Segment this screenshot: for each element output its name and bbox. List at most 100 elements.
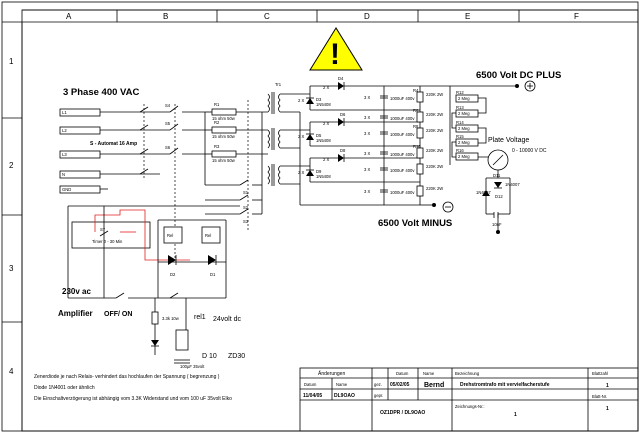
row-label: 1 xyxy=(9,57,14,66)
row-label: 2 xyxy=(9,161,14,170)
transformer-coil-3 xyxy=(267,164,281,186)
svg-text:Name: Name xyxy=(336,382,348,387)
svg-text:D2: D2 xyxy=(170,272,176,277)
svg-text:1N5408: 1N5408 xyxy=(316,174,331,179)
control-section: Timer 0 - 30 Min S7 Rel Rel D2 D1 3. xyxy=(67,205,240,369)
svg-text:D9: D9 xyxy=(316,169,322,174)
svg-text:R4: R4 xyxy=(413,88,419,93)
svg-text:S7: S7 xyxy=(100,227,106,232)
svg-text:Name: Name xyxy=(423,371,435,376)
svg-text:1N4007: 1N4007 xyxy=(505,182,520,187)
note-line: Die Einschaltverzögerung ist abhängig vo… xyxy=(34,396,232,402)
column-label: E xyxy=(465,12,470,21)
svg-text:11/04/05: 11/04/05 xyxy=(303,393,322,399)
svg-text:S5: S5 xyxy=(165,121,171,126)
transformer-coil-1 xyxy=(267,92,281,114)
svg-text:R1: R1 xyxy=(214,102,220,107)
svg-text:S6: S6 xyxy=(165,145,171,150)
svg-text:2 X: 2 X xyxy=(298,170,304,175)
terminal-label: L3 xyxy=(62,152,67,157)
terminal-label: L2 xyxy=(62,128,67,133)
svg-text:2 Meg: 2 Meg xyxy=(458,140,470,145)
svg-text:220K 2W: 220K 2W xyxy=(426,112,443,117)
svg-text:1: 1 xyxy=(606,406,609,412)
svg-text:Tr1: Tr1 xyxy=(275,82,282,87)
svg-text:R10: R10 xyxy=(413,144,421,149)
svg-text:D12: D12 xyxy=(495,194,503,199)
relay-coil xyxy=(175,329,189,351)
svg-text:S4: S4 xyxy=(165,103,171,108)
column-label: C xyxy=(264,12,270,21)
plus-output xyxy=(450,80,536,92)
svg-text:2 X: 2 X xyxy=(323,85,329,90)
svg-text:R13: R13 xyxy=(456,105,464,110)
svg-text:R14: R14 xyxy=(456,120,464,125)
column-label: F xyxy=(574,12,579,21)
off-on-label: OFF/ ON xyxy=(104,311,132,318)
svg-text:3 X: 3 X xyxy=(364,95,370,100)
svg-text:!: ! xyxy=(330,38,340,71)
svg-text:Datum: Datum xyxy=(304,382,317,387)
note-line: Zenerdiode je nach Relais- verhindert da… xyxy=(34,374,220,380)
svg-text:R15: R15 xyxy=(456,134,464,139)
plus-terminal-icon xyxy=(524,80,536,92)
svg-text:1000uF 400v: 1000uF 400v xyxy=(390,152,415,157)
svg-text:1: 1 xyxy=(514,412,517,418)
svg-text:3 X: 3 X xyxy=(364,131,370,136)
svg-text:1: 1 xyxy=(606,383,609,389)
column-label: B xyxy=(163,12,168,21)
svg-text:Blattzahl: Blattzahl xyxy=(592,371,608,376)
svg-text:05/02/05: 05/02/05 xyxy=(390,382,410,388)
svg-text:15 ohm 50w: 15 ohm 50w xyxy=(212,158,236,163)
svg-text:R12: R12 xyxy=(456,90,464,95)
svg-text:10nF: 10nF xyxy=(492,222,502,227)
svg-text:OZ1DPR / DL9OAO: OZ1DPR / DL9OAO xyxy=(380,410,425,416)
svg-text:DL9OAO: DL9OAO xyxy=(334,393,355,399)
amplifier-label: Amplifier xyxy=(58,309,93,318)
svg-text:D4: D4 xyxy=(338,76,344,81)
changes-header: Änderungen xyxy=(318,370,345,377)
svg-text:220K 2W: 220K 2W xyxy=(426,128,443,133)
svg-text:Zeichnungs-Nr.:: Zeichnungs-Nr.: xyxy=(455,404,485,409)
svg-text:R8: R8 xyxy=(413,124,419,129)
svg-text:Drehstromtrafo mit vervielfach: Drehstromtrafo mit vervielfacherstufe xyxy=(460,382,550,388)
svg-text:1000uF 400v: 1000uF 400v xyxy=(390,190,415,195)
svg-text:R2: R2 xyxy=(214,120,220,125)
svg-text:D6: D6 xyxy=(340,112,346,117)
svg-text:1N5408: 1N5408 xyxy=(316,102,331,107)
svg-text:3 X: 3 X xyxy=(364,189,370,194)
svg-text:Rel: Rel xyxy=(167,233,173,238)
svg-text:1N4007: 1N4007 xyxy=(476,190,491,195)
svg-text:220K 2W: 220K 2W xyxy=(426,92,443,97)
svg-text:2 X: 2 X xyxy=(323,157,329,162)
balancing-resistors: 220K 2W R4 220K 2W R6 220K 2W R8 220K 2W… xyxy=(413,85,450,205)
svg-text:D5: D5 xyxy=(316,133,322,138)
filter-capacitors: 3 X 1000uF 400v 3 X 1000uF 400v 3 X 1000… xyxy=(364,86,415,205)
rectifier-diodes: D4 2 X D3 1N5408 2 X D6 2 X D5 1N5408 2 … xyxy=(298,76,420,183)
column-label: A xyxy=(66,12,72,21)
terminal-label: N xyxy=(62,172,65,177)
warning-triangle-icon: ! xyxy=(309,27,363,71)
ac-label: 230v ac xyxy=(62,287,91,296)
svg-text:Blatt-Nr.: Blatt-Nr. xyxy=(592,394,607,399)
svg-text:Datum: Datum xyxy=(396,371,409,376)
zd30-label: ZD30 xyxy=(228,353,245,360)
relay-1 xyxy=(163,226,183,244)
svg-text:3 X: 3 X xyxy=(364,151,370,156)
svg-text:15 ohm 50w: 15 ohm 50w xyxy=(212,134,236,139)
svg-text:D1: D1 xyxy=(210,272,216,277)
svg-text:15 ohm 50w: 15 ohm 50w xyxy=(212,116,236,121)
svg-text:2 Meg: 2 Meg xyxy=(458,111,470,116)
svg-text:2 Meg: 2 Meg xyxy=(458,96,470,101)
transformer-tr1: Tr1 xyxy=(267,82,420,206)
minus-output xyxy=(420,201,454,213)
row-label: 4 xyxy=(9,367,14,376)
terminal-gnd: GND xyxy=(59,185,108,194)
svg-text:1N5408: 1N5408 xyxy=(316,138,331,143)
terminal-l3: L3 xyxy=(59,150,170,159)
svg-text:100µF 35volt: 100µF 35volt xyxy=(180,364,205,369)
svg-text:3.3k 10w: 3.3k 10w xyxy=(162,316,180,321)
svg-text:Bezeichnung: Bezeichnung xyxy=(455,371,480,376)
v24-label: 24volt dc xyxy=(213,316,242,323)
